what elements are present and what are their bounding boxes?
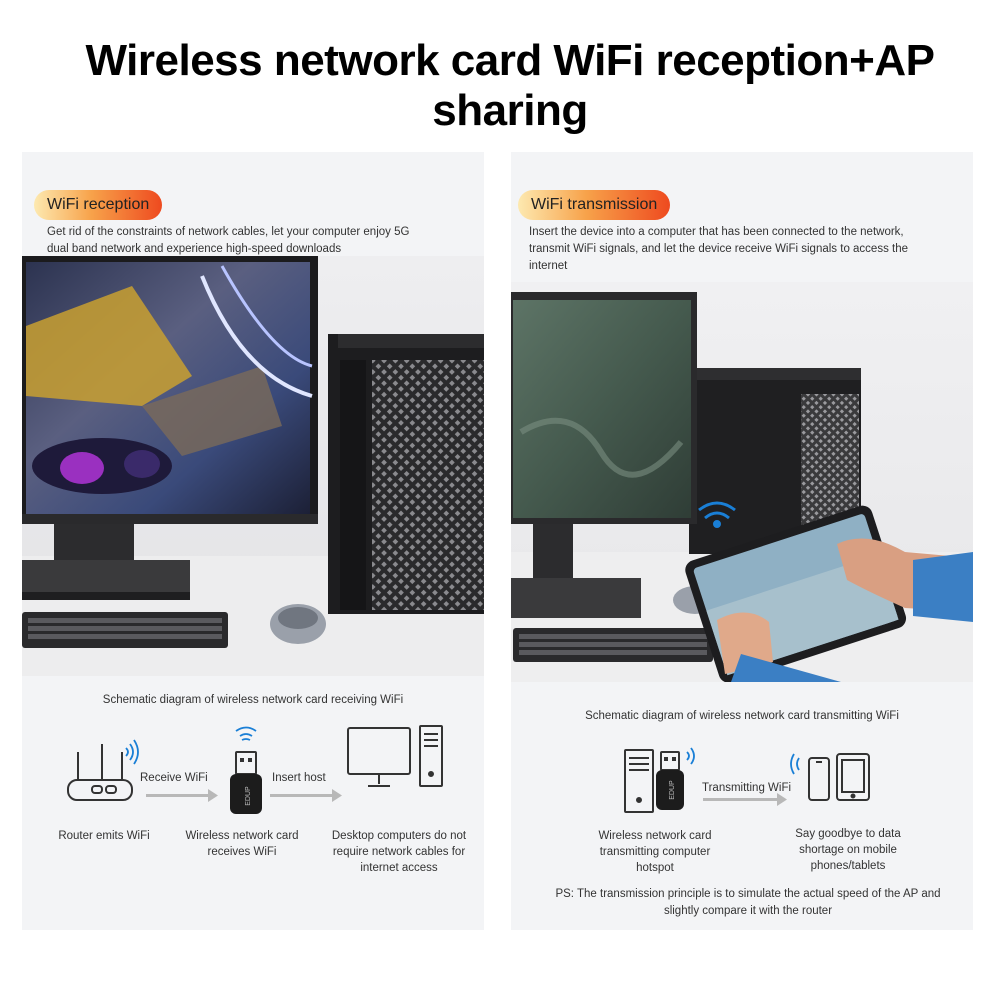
desktop-caption: Desktop computers do not require network… — [331, 830, 467, 874]
wifi-signal-icon — [235, 726, 257, 741]
tablet-hotspot-photo — [511, 282, 973, 682]
insert-host-label: Insert host — [272, 772, 326, 784]
desktop-gaming-photo — [22, 256, 484, 676]
ps-note: PS: The transmission principle is to sim… — [555, 888, 941, 917]
adapter-brand: EDUP — [245, 786, 252, 806]
mobile-caption: Say goodbye to data shortage on mobile p… — [795, 828, 901, 872]
wifi-reception-panel: WiFi reception Get rid of the constraint… — [22, 152, 484, 930]
desktop-tower-icon — [624, 749, 654, 813]
desktop-monitor-icon — [347, 727, 411, 787]
usb-adapter-icon: EDUP — [230, 751, 262, 814]
wifi-signal-icon — [790, 753, 800, 775]
hand — [717, 612, 773, 674]
wifi-signal-icon — [125, 739, 139, 765]
desktop-tower-icon — [419, 725, 443, 787]
card-caption: Wireless network card receives WiFi — [185, 830, 299, 858]
receive-diagram-title: Schematic diagram of wireless network ca… — [102, 694, 404, 706]
router-caption: Router emits WiFi — [58, 830, 150, 842]
page-title: Wireless network card WiFi reception+AP … — [85, 36, 935, 135]
arrow-insert — [270, 789, 342, 802]
wifi-signal-icon — [686, 747, 695, 765]
transmitting-wifi-label: Transmitting WiFi — [702, 782, 792, 794]
arrow-transmit — [703, 793, 787, 806]
wifi-transmission-badge: WiFi transmission — [518, 190, 671, 220]
transmit-diagram: EDUP — [624, 747, 870, 813]
transmit-diagram-title: Schematic diagram of wireless network ca… — [585, 710, 899, 722]
wifi-transmission-panel: WiFi transmission Insert the device into… — [511, 152, 973, 930]
tablet-icon — [836, 753, 870, 801]
wifi-reception-badge: WiFi reception — [34, 190, 163, 220]
adapter-brand: EDUP — [669, 780, 676, 800]
wifi-transmission-description: Insert the device into a computer that h… — [529, 226, 909, 272]
wifi-reception-description: Get rid of the constraints of network ca… — [47, 226, 410, 255]
receive-diagram: EDUP — [67, 725, 443, 814]
wifi-signal-icon — [698, 501, 736, 528]
receive-wifi-label: Receive WiFi — [140, 772, 208, 784]
usb-adapter-icon: EDUP — [656, 751, 684, 810]
arrow-receive — [146, 789, 218, 802]
hotspot-caption: Wireless network card transmitting compu… — [598, 830, 712, 874]
router-icon — [67, 744, 133, 801]
phone-icon — [808, 757, 830, 801]
